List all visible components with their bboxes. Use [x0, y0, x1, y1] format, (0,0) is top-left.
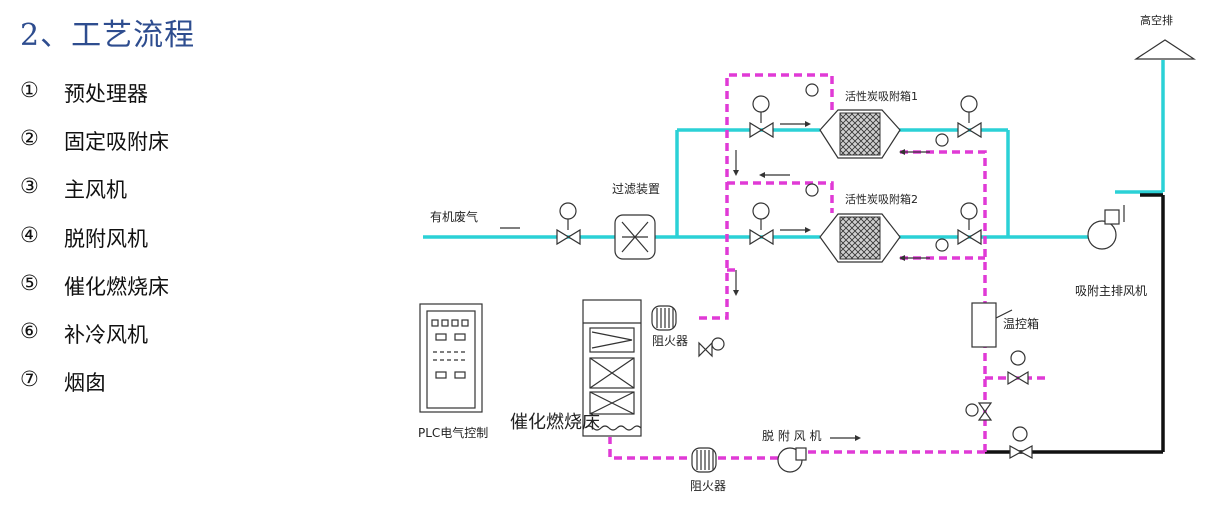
catalytic-bed-label: 催化燃烧床 — [510, 412, 600, 433]
main-fan-label: 吸附主排风机 — [1075, 284, 1147, 298]
adsorption-bed-2 — [819, 213, 901, 263]
step-item: ⑦ 烟囱 — [20, 367, 169, 415]
flow-arrow — [733, 121, 930, 441]
step-number: ⑤ — [20, 270, 39, 295]
filter-device — [614, 214, 656, 260]
step-label: 催化燃烧床 — [64, 274, 169, 299]
step-label: 主风机 — [64, 178, 127, 203]
bed2-label: 活性炭吸附箱2 — [845, 192, 918, 206]
adsorption-bed-1 — [819, 109, 901, 159]
main-gas-line — [423, 60, 1165, 239]
step-number: ① — [20, 78, 39, 102]
step-number: ② — [20, 126, 39, 151]
page-title: 2、工艺流程 — [20, 18, 196, 53]
chimney-icon — [1133, 39, 1197, 60]
step-number: ⑥ — [20, 318, 39, 343]
inlet-label: 有机废气 — [430, 209, 478, 224]
stack-label: 高空排 — [1140, 13, 1173, 27]
step-item: ④ 脱附风机 — [20, 223, 169, 271]
step-label: 补冷风机 — [64, 322, 148, 347]
filter-label: 过滤装置 — [612, 182, 660, 196]
step-item: ① 预处理器 — [20, 78, 169, 126]
bed1-label: 活性炭吸附箱1 — [845, 89, 918, 103]
flame-arrester-icon — [651, 305, 677, 331]
desorption-fan-label: 脱 附 风 机 — [762, 428, 821, 443]
step-item: ② 固定吸附床 — [20, 126, 169, 174]
step-item: ⑤ 催化燃烧床 — [20, 271, 169, 319]
temp-box-label: 温控箱 — [1003, 316, 1039, 331]
gauge-icon — [559, 83, 1028, 442]
step-label: 预处理器 — [64, 82, 148, 106]
step-item: ③ 主风机 — [20, 174, 169, 222]
step-number: ③ — [20, 174, 39, 199]
flame-arrester-bottom-label: 阻火器 — [690, 479, 726, 493]
catalytic-bed — [582, 299, 642, 437]
step-number: ④ — [20, 222, 39, 247]
step-label: 烟囱 — [64, 371, 106, 396]
step-label: 脱附风机 — [64, 226, 148, 251]
plc-label: PLC电气控制 — [418, 425, 488, 440]
process-step-list: ① 预处理器 ② 固定吸附床 ③ 主风机 ④ 脱附风机 ⑤ 催化燃烧床 ⑥ 补冷风机 ⑦ 烟囱 — [20, 78, 169, 415]
main-fan-icon — [1087, 205, 1125, 250]
step-number: ⑦ — [20, 367, 39, 392]
step-item: ⑥ 补冷风机 — [20, 319, 169, 367]
flame-arrester-top-label: 阻火器 — [652, 334, 688, 348]
plc-cabinet — [419, 303, 483, 413]
desorption-fan-icon — [777, 447, 807, 473]
temp-control-box — [971, 302, 1013, 348]
step-label: 固定吸附床 — [64, 130, 169, 155]
flame-arrester-icon — [691, 447, 717, 473]
